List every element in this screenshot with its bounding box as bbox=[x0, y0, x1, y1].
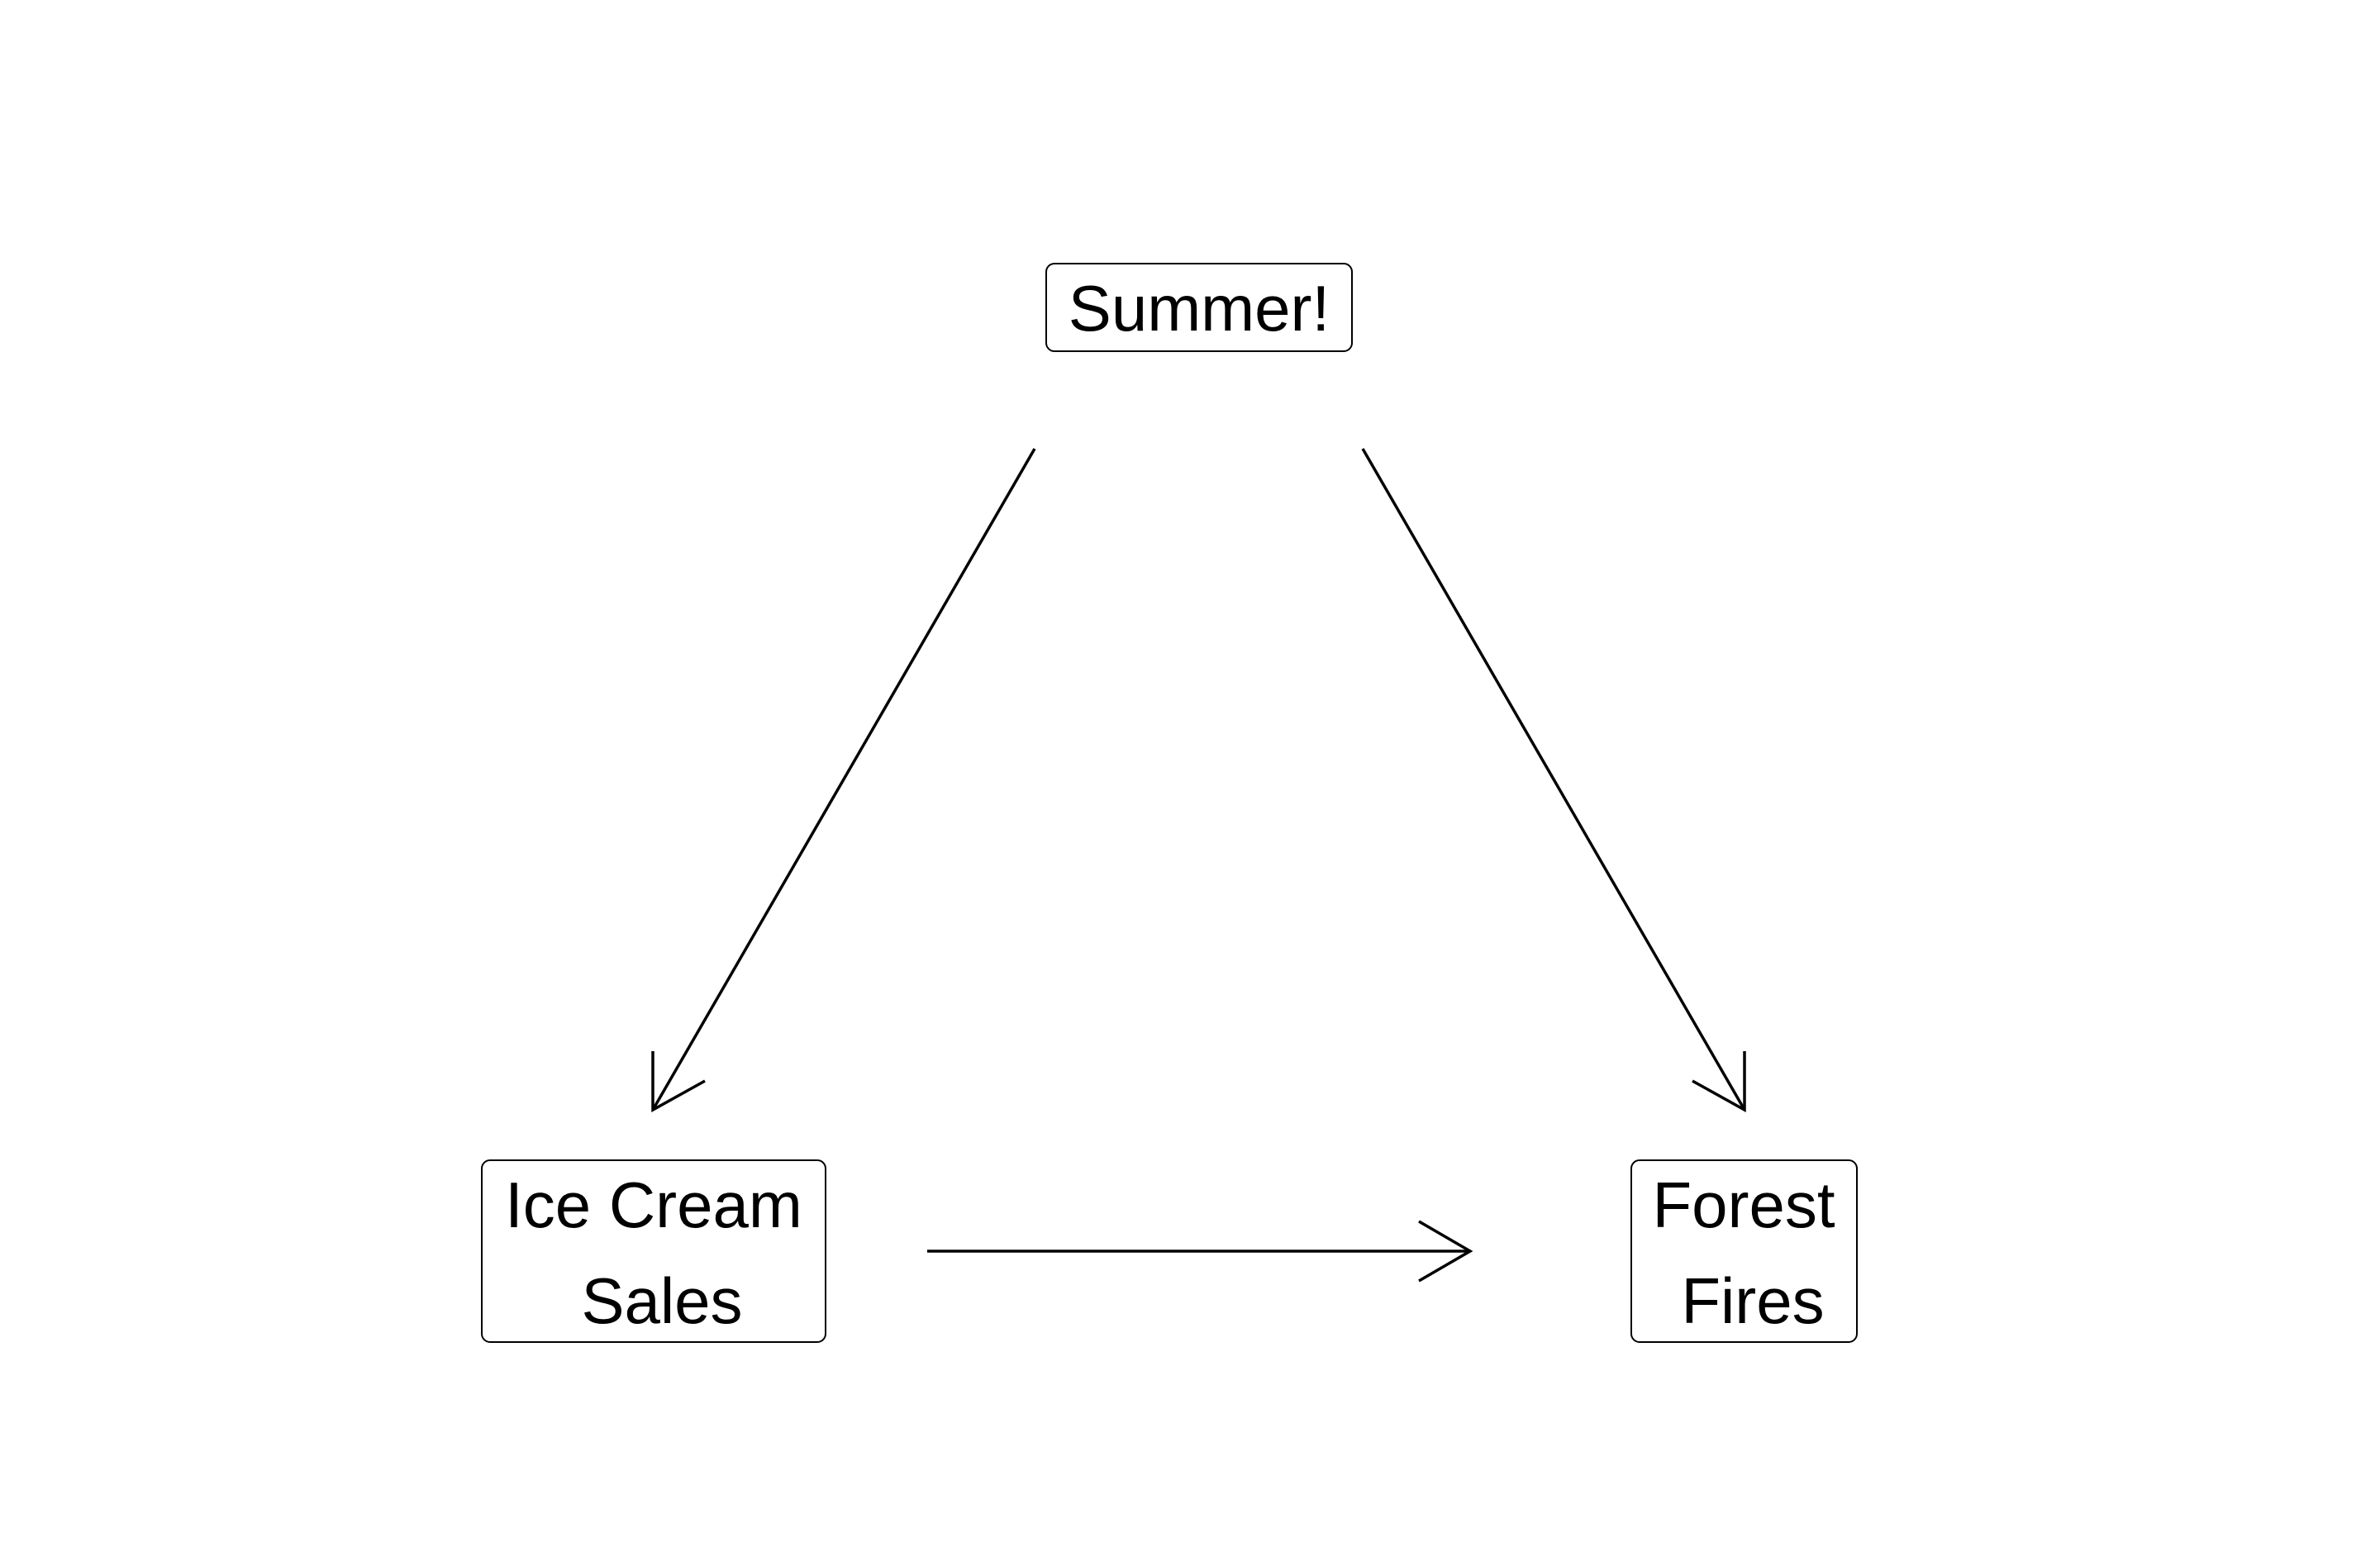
node-ice-cream-sales: Ice Cream Sales bbox=[481, 1159, 826, 1343]
node-box bbox=[1630, 1159, 1858, 1343]
edge-line bbox=[651, 448, 1036, 1111]
node-box bbox=[1045, 263, 1353, 352]
arrowhead bbox=[1418, 1220, 1473, 1283]
edge-summer-to-forest-fires bbox=[1361, 448, 1746, 1112]
node-label-line2: Fires bbox=[1681, 1264, 1824, 1337]
edge-summer-to-ice-cream bbox=[651, 448, 1036, 1112]
node-box bbox=[481, 1159, 826, 1343]
edge-ice-cream-to-forest-fires bbox=[927, 1220, 1473, 1283]
node-label-line2: Sales bbox=[581, 1264, 742, 1337]
node-summer: Summer! bbox=[1045, 263, 1353, 352]
node-label-line1: Forest bbox=[1652, 1169, 1835, 1241]
node-forest-fires: Forest Fires bbox=[1630, 1159, 1858, 1343]
arrowhead bbox=[651, 1051, 706, 1112]
node-label: Summer! bbox=[1069, 272, 1330, 345]
node-label-line1: Ice Cream bbox=[505, 1169, 802, 1241]
arrowhead bbox=[1692, 1051, 1746, 1112]
edge-line bbox=[1361, 448, 1746, 1111]
